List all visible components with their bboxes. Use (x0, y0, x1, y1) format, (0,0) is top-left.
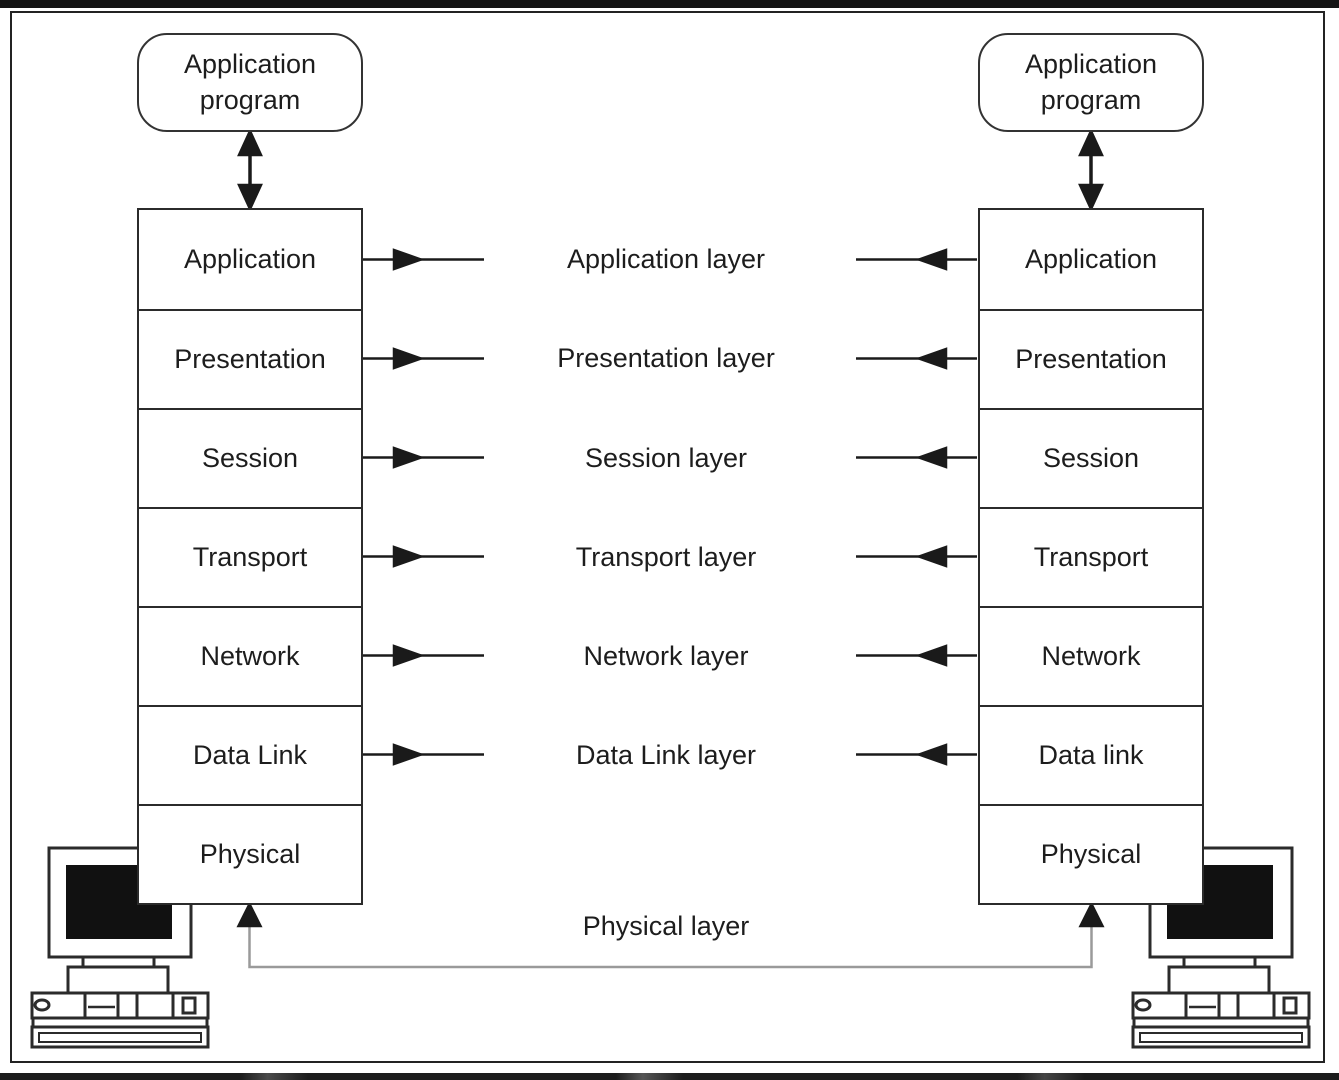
mid-label-network-layer: Network layer (583, 641, 749, 671)
layer-label: Presentation (174, 344, 326, 374)
layer-label: Data link (1038, 740, 1144, 770)
layer-row-presentation: Presentation (980, 309, 1202, 408)
layer-row-network: Network (139, 606, 361, 705)
system-unit-icon (30, 991, 210, 1020)
layer-label: Session (1042, 443, 1140, 473)
layer-label: Presentation (1015, 344, 1167, 374)
application-program-label: Application program (1024, 49, 1158, 115)
layer-row-session: Session (139, 408, 361, 507)
double-arrow-right (1078, 127, 1104, 213)
osi-stack-right: Application Presentation Session Transpo… (978, 208, 1204, 905)
top-border-bar (0, 0, 1339, 8)
layer-label: Transport (1033, 542, 1149, 572)
layer-row-datalink: Data Link (139, 705, 361, 804)
mid-label-physical-layer: Physical layer (582, 911, 750, 941)
layer-label: Application (1024, 244, 1158, 274)
diagram-frame (10, 11, 1325, 1063)
layer-label: Session (201, 443, 299, 473)
mid-label-presentation-layer: Presentation layer (557, 343, 775, 373)
layer-row-transport: Transport (980, 507, 1202, 606)
layer-row-physical: Physical (980, 804, 1202, 903)
layer-label: Transport (192, 542, 308, 572)
layer-row-session: Session (980, 408, 1202, 507)
double-arrow-left (237, 127, 263, 213)
system-unit-icon (1131, 991, 1311, 1020)
osi-stack-left: Application Presentation Session Transpo… (137, 208, 363, 905)
physical-connector (236, 901, 1105, 969)
application-program-box-left: Application program (137, 33, 363, 132)
layer-row-network: Network (980, 606, 1202, 705)
layer-row-transport: Transport (139, 507, 361, 606)
bottom-border-bar (0, 1073, 1339, 1080)
application-program-box-right: Application program (978, 33, 1204, 132)
mid-label-session-layer: Session layer (584, 443, 748, 473)
layer-label: Network (200, 641, 300, 671)
monitor-stand-icon (66, 965, 170, 995)
layer-label: Physical (1040, 839, 1142, 869)
layer-row-application: Application (980, 210, 1202, 309)
layer-arrow-right (856, 248, 977, 766)
layer-row-presentation: Presentation (139, 309, 361, 408)
mid-label-datalink-layer: Data Link layer (575, 740, 757, 770)
layer-label: Application (183, 244, 317, 274)
layer-label: Physical (199, 839, 301, 869)
layer-row-application: Application (139, 210, 361, 309)
application-program-label: Application program (183, 49, 317, 115)
layer-row-datalink: Data link (980, 705, 1202, 804)
layer-row-physical: Physical (139, 804, 361, 903)
layer-label: Network (1041, 641, 1141, 671)
mid-label-transport-layer: Transport layer (575, 542, 757, 572)
layer-label: Data Link (192, 740, 308, 770)
mid-label-application-layer: Application layer (566, 244, 766, 274)
layer-arrow-left (363, 248, 484, 766)
